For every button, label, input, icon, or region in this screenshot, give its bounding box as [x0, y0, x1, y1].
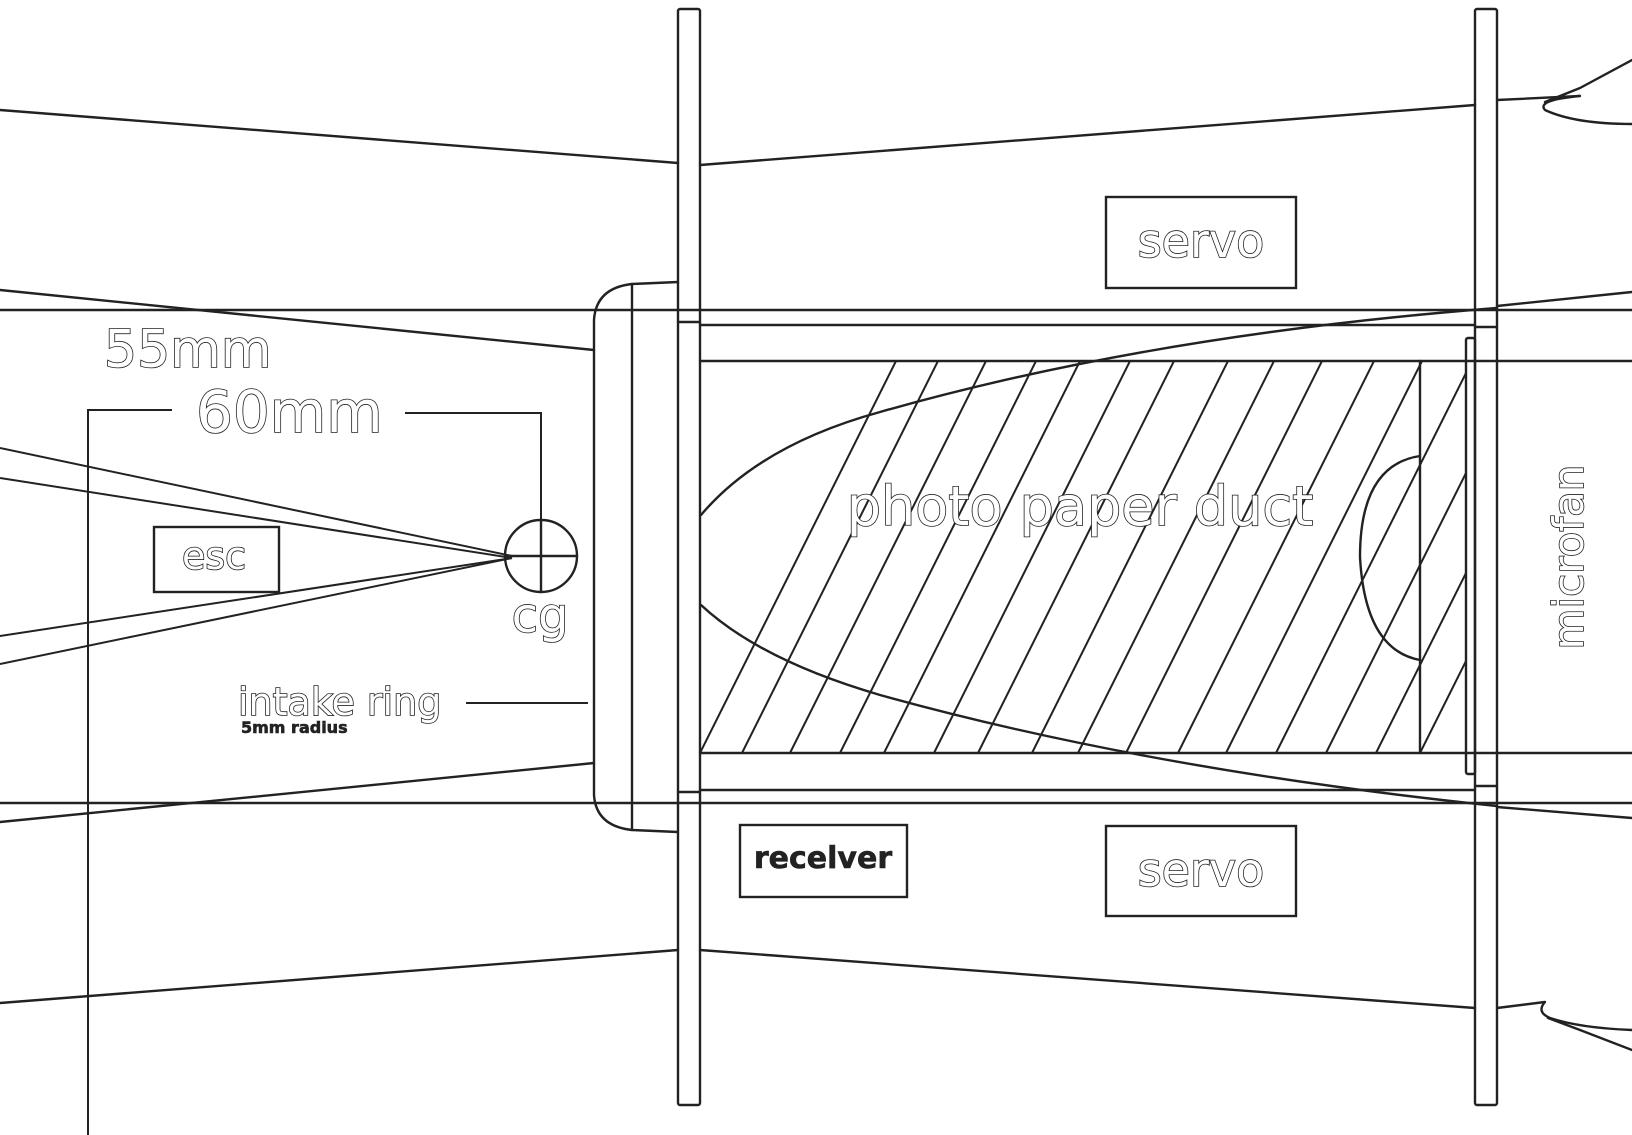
- hatch-line: [789, 361, 987, 753]
- wing-outlines: [0, 58, 1632, 1052]
- esc-box: [152, 525, 281, 594]
- hatch-line: [883, 361, 1081, 753]
- intake-ring-shape: [466, 280, 680, 834]
- fuselage-lines: [0, 308, 1632, 805]
- hatch-line: [1275, 370, 1466, 753]
- receiver-box: [738, 823, 909, 899]
- hatch-line: [1125, 361, 1323, 753]
- cg-marker-icon: [503, 518, 579, 594]
- receiver-label: recelver: [754, 841, 892, 876]
- hatch-line: [977, 361, 1175, 753]
- duct-region: [699, 306, 1499, 808]
- dimension-60mm-label: 60mm: [196, 378, 383, 446]
- hatch-line: [1375, 570, 1466, 753]
- rear-bulkhead: [1464, 7, 1499, 1107]
- esc-label: esc: [182, 534, 246, 578]
- servo-bottom-label: servo: [1138, 843, 1265, 897]
- hatch-line: [1419, 658, 1466, 753]
- hatch-line: [1077, 361, 1275, 753]
- hatch-line: [741, 361, 939, 753]
- forward-bulkhead: [676, 7, 702, 1107]
- cg-pointer-lines: [0, 447, 513, 665]
- dimension-55mm-label: 55mm: [104, 320, 271, 380]
- hatch-line: [839, 361, 1037, 753]
- hatch-line: [1225, 361, 1423, 753]
- intake-ring-note: 5mm radius: [241, 718, 348, 737]
- hatch-line: [1325, 470, 1466, 753]
- hatch-line: [933, 361, 1131, 753]
- duct-hatching: [701, 361, 1466, 753]
- hatch-line: [1177, 361, 1375, 753]
- cg-label: cg: [512, 588, 569, 644]
- hatch-line: [701, 361, 897, 753]
- servo-top-label: servo: [1138, 214, 1265, 268]
- hatch-line: [1031, 361, 1229, 753]
- duct-label: photo paper duct: [847, 475, 1314, 538]
- intake-ring-label: intake ring: [238, 680, 441, 724]
- servo-bottom-box: [1104, 824, 1298, 918]
- dimension-60mm-bracket: [87, 409, 542, 1135]
- microfan-label: microfan: [1544, 465, 1593, 650]
- servo-top-box: [1104, 195, 1298, 290]
